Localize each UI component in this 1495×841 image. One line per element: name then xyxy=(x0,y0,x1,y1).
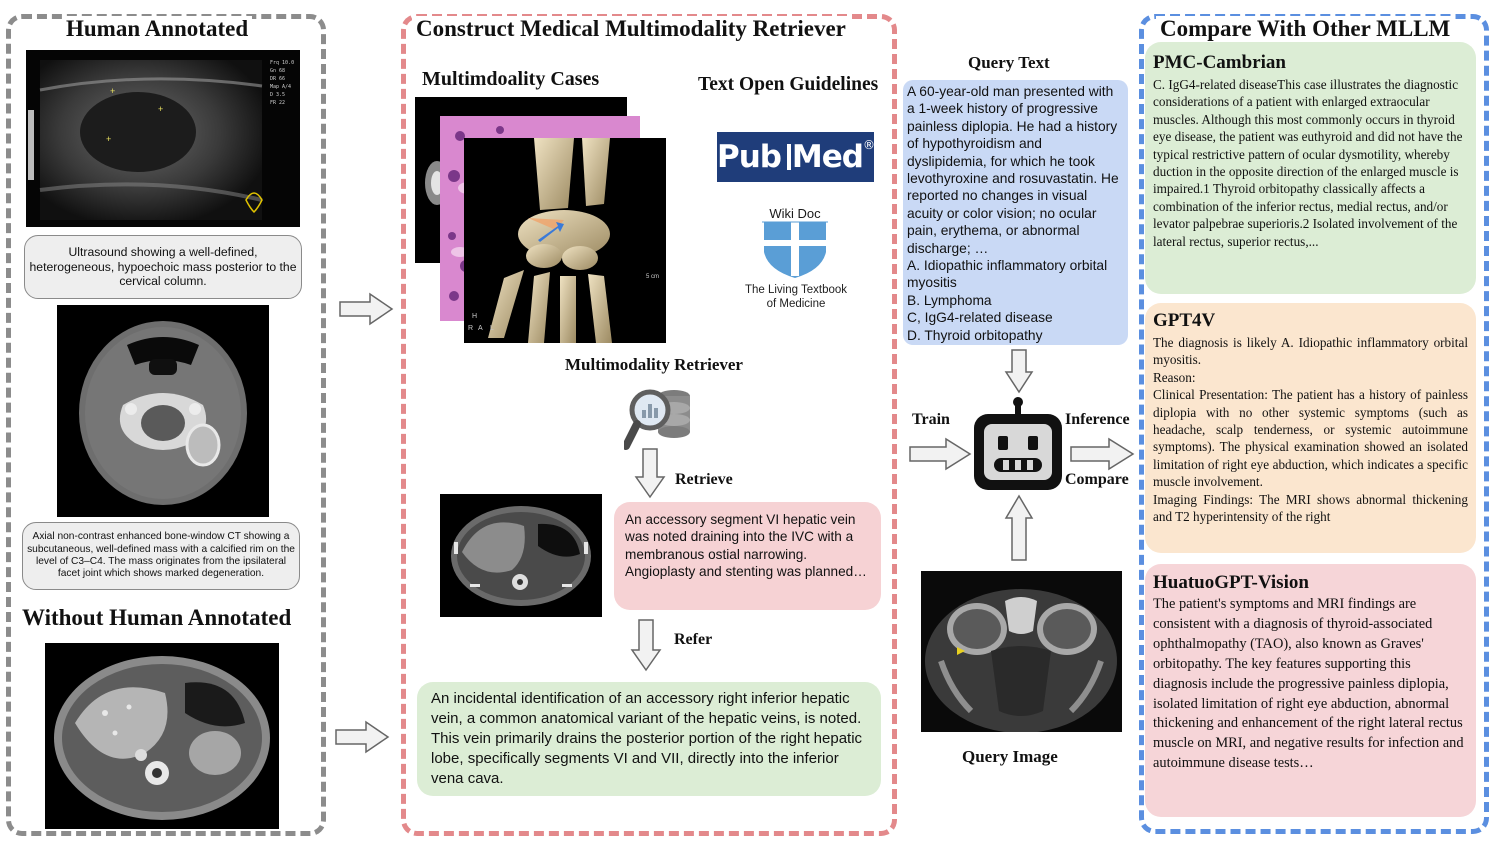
retrieved-report-box: An accessory segment VI hepatic vein was… xyxy=(614,502,881,610)
model-card-pmc-cambrian: PMC-Cambrian C. IgG4-related diseaseThis… xyxy=(1145,42,1476,294)
query-text-body: A 60-year-old man presented with a 1-wee… xyxy=(907,84,1119,256)
svg-text:FR 22: FR 22 xyxy=(270,100,285,106)
query-mri-image xyxy=(921,571,1122,732)
model-name: PMC-Cambrian xyxy=(1153,52,1286,73)
svg-text:H: H xyxy=(472,313,477,320)
reference-text-box: An incidental identification of an acces… xyxy=(417,682,881,796)
model-name: HuatuoGPT-Vision xyxy=(1153,572,1309,593)
query-image-label: Query Image xyxy=(962,747,1058,766)
svg-text:+: + xyxy=(158,104,163,114)
pubmed-logo: Pub Med ® xyxy=(717,132,875,182)
svg-text:R: R xyxy=(468,325,473,332)
ct-neck-image xyxy=(57,305,269,517)
query-text-box: A 60-year-old man presented with a 1-wee… xyxy=(903,80,1128,345)
compare-label: Compare xyxy=(1065,471,1129,488)
retrieved-ct-image xyxy=(440,494,602,617)
query-image-up-arrow xyxy=(1004,494,1034,561)
ct-caption: Axial non-contrast enhanced bone-window … xyxy=(22,522,300,590)
ultrasound-image: + + + Frq 10.0 Gn 68 DR 66 Map A/4 D 3.5 FR 2… xyxy=(26,50,300,227)
refer-down-arrow xyxy=(630,619,662,672)
robot-model-icon xyxy=(974,397,1062,490)
model-answer: The diagnosis is likely A. Idiopathic in… xyxy=(1153,335,1468,525)
model-answer: C. IgG4-related diseaseThis case illustr… xyxy=(1153,77,1463,249)
svg-text:D 3.5: D 3.5 xyxy=(270,92,285,98)
arrow-left-to-middle-top xyxy=(339,292,394,326)
model-card-huatuogpt-vision: HuatuoGPT-Vision The patient's symptoms … xyxy=(1145,564,1476,817)
svg-text:+: + xyxy=(106,134,111,144)
pubmed-registered-mark: ® xyxy=(863,138,875,152)
ultrasound-caption-text: Ultrasound showing a well-defined, heter… xyxy=(29,245,297,289)
guidelines-label: Text Open Guidelines xyxy=(698,74,879,95)
middle-panel-title: Construct Medical Multimodality Retrieve… xyxy=(412,16,850,42)
wikidoc-logo-text: Wiki Doc xyxy=(769,206,821,221)
left-panel-title: Human Annotated xyxy=(62,16,253,42)
retrieve-label: Retrieve xyxy=(675,471,733,488)
model-card-gpt4v: GPT4V The diagnosis is likely A. Idiopat… xyxy=(1145,303,1476,553)
svg-text:Gn 68: Gn 68 xyxy=(270,68,285,74)
retrieve-down-arrow xyxy=(634,448,666,499)
query-option-b: B. Lymphoma xyxy=(907,292,992,308)
query-text-label: Query Text xyxy=(968,53,1050,72)
model-name: GPT4V xyxy=(1153,310,1216,331)
train-arrow xyxy=(909,437,972,471)
ct-caption-text: Axial non-contrast enhanced bone-window … xyxy=(27,531,295,580)
query-option-a: A. Idiopathic inflammatory orbital myosi… xyxy=(907,258,1108,291)
svg-text:5 cm: 5 cm xyxy=(646,274,659,280)
svg-text:Frq 10.0: Frq 10.0 xyxy=(270,60,294,66)
train-label: Train xyxy=(912,411,950,428)
ct-abdomen-image xyxy=(45,643,279,829)
query-option-c: C, IgG4-related disease xyxy=(907,310,1053,326)
model-answer: The patient's symptoms and MRI findings … xyxy=(1153,596,1464,772)
svg-text:L: L xyxy=(490,325,494,332)
multimodality-cases-label: Multimdoality Cases xyxy=(422,68,600,90)
query-text-down-arrow xyxy=(1004,349,1034,394)
inference-arrow xyxy=(1070,437,1135,471)
pubmed-logo-text-a: Pub xyxy=(717,139,782,175)
svg-text:A: A xyxy=(478,325,483,332)
wikidoc-logo: Wiki Doc xyxy=(762,204,828,280)
right-panel-title: Compare With Other MLLM xyxy=(1156,16,1455,42)
ultrasound-caption: Ultrasound showing a well-defined, heter… xyxy=(24,235,302,299)
pubmed-logo-text-b: Med xyxy=(791,139,864,175)
pubmed-logo-mark xyxy=(782,142,791,172)
retriever-label: Multimodality Retriever xyxy=(565,355,743,374)
without-annotation-title: Without Human Annotated xyxy=(22,605,292,630)
svg-text:+: + xyxy=(110,86,115,96)
inference-label: Inference xyxy=(1065,411,1130,428)
arrow-left-to-middle-bottom xyxy=(335,720,390,754)
svg-text:Map A/4: Map A/4 xyxy=(270,84,291,90)
reference-text: An incidental identification of an acces… xyxy=(431,690,863,787)
refer-label: Refer xyxy=(674,631,713,648)
wikidoc-caption-line1: The Living Textbook xyxy=(744,284,848,296)
retrieved-report-text: An accessory segment VI hepatic vein was… xyxy=(625,512,867,580)
svg-text:DR 66: DR 66 xyxy=(270,76,285,82)
wikidoc-caption: The Living Textbook of Medicine xyxy=(730,283,862,311)
database-search-icon xyxy=(624,389,690,450)
wikidoc-caption-line2: of Medicine xyxy=(766,298,826,310)
query-option-d: D. Thyroid orbitopathy xyxy=(907,327,1043,343)
